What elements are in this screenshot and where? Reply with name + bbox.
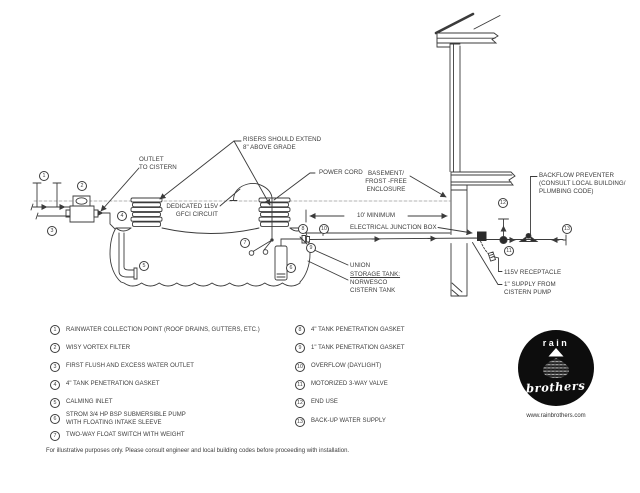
legend-num: 13 [295, 416, 305, 427]
legend-text: CALMING INLET [66, 399, 113, 406]
label-storage-tank-body: NORWESCO CISTERN TANK [350, 279, 396, 295]
label-storage-tank-title: STORAGE TANK: [350, 271, 401, 278]
label-risers-note: RISERS SHOULD EXTEND 8" ABOVE GRADE [243, 136, 322, 152]
legend-item: 12 END USE [295, 397, 338, 408]
callout-5: 5 [139, 261, 149, 271]
legend-num: 12 [295, 397, 305, 408]
logo-word-brothers: brothers [526, 378, 586, 396]
callout-4: 4 [117, 211, 127, 221]
label-basement-enclosure: BASEMENT/ FROST -FREE ENCLOSURE [365, 170, 407, 194]
backflow-preventer-symbol [520, 233, 537, 241]
callout-2: 2 [77, 181, 87, 191]
legend-item: 1 RAINWATER COLLECTION POINT (ROOF DRAINS… [50, 325, 260, 335]
label-ten-minimum: 10' MINIMUM [356, 212, 396, 219]
legend-item: 9 1" TANK PENETRATION GASKET [295, 343, 405, 353]
calming-inlet [119, 233, 137, 279]
house-roof [436, 14, 500, 47]
legend-text: FIRST FLUSH AND EXCESS WATER OUTLET [66, 363, 194, 370]
water-drop-icon [543, 348, 569, 378]
legend-num: 9 [295, 343, 305, 353]
leader-lines [101, 141, 537, 285]
submersible-pump [275, 239, 302, 280]
legend-text: TWO-WAY FLOAT SWITCH WITH WEIGHT [66, 432, 185, 439]
house-wall [450, 44, 460, 172]
end-use-riser [499, 219, 509, 236]
callout-13: 13 [562, 224, 572, 234]
legend-num: 2 [50, 343, 60, 353]
legend-text: MOTORIZED 3-WAY VALVE [311, 381, 388, 388]
dimension-line [306, 210, 448, 222]
legend-num: 8 [295, 325, 305, 335]
label-power-cord: POWER CORD [319, 169, 363, 176]
legend-num: 5 [50, 397, 60, 408]
legend-text: STROM 3/4 HP BSP SUBMERSIBLE PUMP WITH F… [66, 411, 186, 426]
label-supply-from-pump: 1" SUPPLY FROM CISTERN PUMP [504, 281, 556, 297]
legend-item: 10 OVERFLOW (DAYLIGHT) [295, 361, 382, 372]
receptacle-symbol [481, 241, 496, 261]
legend-num: 10 [295, 361, 305, 372]
callout-10: 10 [319, 224, 329, 234]
callout-12: 12 [498, 198, 508, 208]
legend-item: 11 MOTORIZED 3-WAY VALVE [295, 379, 388, 390]
label-outlet-to-cistern: OUTLET TO CISTERN [139, 156, 177, 172]
collection-points [31, 183, 70, 210]
logo-word-rain: rain [542, 338, 570, 348]
union-fitting [302, 236, 310, 244]
riser-left [131, 198, 162, 226]
legend-item: 13 BACK-UP WATER SUPPLY [295, 416, 386, 427]
label-dedicated-circuit: DEDICATED 115V GFCI CIRCUIT [166, 203, 218, 219]
house-floor [451, 172, 515, 185]
label-receptacle: 115V RECEPTACLE [504, 268, 562, 276]
label-union: UNION [350, 261, 371, 269]
callout-8: 8 [298, 224, 308, 234]
legend-text: 1" TANK PENETRATION GASKET [311, 344, 405, 351]
callout-11: 11 [504, 246, 514, 256]
legend-text: 4" TANK PENETRATION GASKET [66, 381, 160, 388]
backup-supply-end [509, 235, 566, 245]
legend-num: 7 [50, 430, 60, 441]
legend-item: 3 FIRST FLUSH AND EXCESS WATER OUTLET [50, 361, 194, 372]
legend-text: WISY VORTEX FILTER [66, 344, 131, 351]
legend-item: 8 4" TANK PENETRATION GASKET [295, 325, 405, 335]
legend-num: 11 [295, 379, 305, 390]
legend-item: 2 WISY VORTEX FILTER [50, 343, 130, 353]
legend-num: 3 [50, 361, 60, 372]
callout-6: 6 [286, 263, 296, 273]
junction-box [477, 231, 487, 241]
legend-text: END USE [311, 399, 338, 406]
legend-text: OVERFLOW (DAYLIGHT) [311, 363, 382, 370]
riser-right [259, 198, 290, 226]
legend-item: 7 TWO-WAY FLOAT SWITCH WITH WEIGHT [50, 430, 185, 441]
callout-1: 1 [39, 171, 49, 181]
callout-3: 3 [47, 226, 57, 236]
float-switch [249, 239, 273, 256]
callout-7: 7 [240, 238, 250, 248]
first-flush-line [36, 213, 70, 219]
legend-item: 6 STROM 3/4 HP BSP SUBMERSIBLE PUMP WITH … [50, 411, 186, 427]
legend-num: 1 [50, 325, 60, 335]
wisy-vortex-filter [66, 196, 98, 222]
callout-9: 9 [306, 243, 316, 253]
label-electrical-junction-box: ELECTRICAL JUNCTION BOX [350, 224, 437, 231]
legend-text: 4" TANK PENETRATION GASKET [311, 326, 405, 333]
legend-num: 4 [50, 379, 60, 390]
legend-text: BACK-UP WATER SUPPLY [311, 418, 386, 425]
rain-brothers-logo: rain brothers [518, 330, 594, 406]
disclaimer-text: For illustrative purposes only. Please c… [46, 448, 350, 454]
legend-item: 5 CALMING INLET [50, 397, 113, 408]
cistern-tank [110, 228, 310, 286]
foundation-wall [451, 185, 467, 296]
three-way-valve [500, 236, 507, 243]
legend-item: 4 4" TANK PENETRATION GASKET [50, 379, 160, 390]
label-backflow-preventer: BACKFLOW PREVENTER (CONSULT LOCAL BUILDI… [539, 172, 626, 196]
legend-num: 6 [50, 413, 60, 424]
legend-text: RAINWATER COLLECTION POINT (ROOF DRAINS,… [66, 326, 260, 333]
website-text: www.rainbrothers.com [526, 413, 586, 419]
